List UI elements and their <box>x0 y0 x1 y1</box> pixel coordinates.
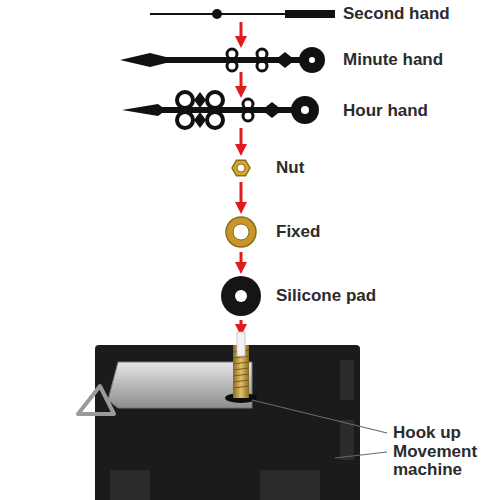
washer <box>226 217 256 247</box>
part-label: Hour hand <box>343 101 428 121</box>
part-label: Movement machine <box>393 443 493 479</box>
nut <box>232 160 250 176</box>
minute-hand <box>120 47 325 73</box>
part-label: Second hand <box>343 4 450 24</box>
part-label: Minute hand <box>343 50 443 70</box>
part-label: Nut <box>276 158 304 178</box>
hour-hand <box>122 92 319 128</box>
part-label: Fixed <box>276 222 320 242</box>
leader-lines <box>252 400 387 458</box>
part-label: Hook up <box>393 423 461 443</box>
part-label: Silicone pad <box>276 286 376 306</box>
second-hand <box>150 9 335 19</box>
silicone-pad <box>221 276 261 316</box>
